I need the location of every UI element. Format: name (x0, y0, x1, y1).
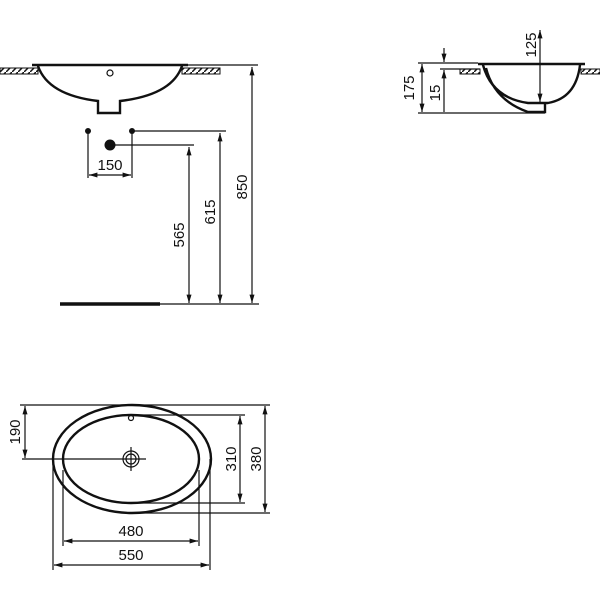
front-view: 150 565 615 850 (0, 63, 259, 306)
dim-175: 175 (401, 75, 418, 100)
countertop-left (459, 68, 481, 75)
dim-15: 15 (427, 85, 444, 102)
plan-view: 190 310 380 480 550 (7, 403, 270, 570)
basin-section (478, 62, 585, 114)
dim-310: 310 (223, 446, 240, 471)
overflow-hole (106, 69, 114, 77)
side-view: 175 15 125 (401, 30, 600, 114)
dim-615: 615 (202, 199, 219, 224)
dim-850: 850 (234, 174, 251, 199)
dim-565: 565 (171, 222, 188, 247)
countertop-left (0, 67, 39, 75)
dim-150: 150 (97, 157, 122, 174)
dim-380: 380 (248, 446, 265, 471)
dim-480: 480 (118, 523, 143, 540)
overflow-hole (127, 414, 135, 422)
countertop-right (580, 68, 600, 75)
dim-550: 550 (118, 547, 143, 564)
basin-section (32, 63, 188, 115)
dim-190: 190 (7, 419, 24, 444)
dim-125: 125 (523, 32, 540, 57)
countertop-right (181, 67, 221, 75)
